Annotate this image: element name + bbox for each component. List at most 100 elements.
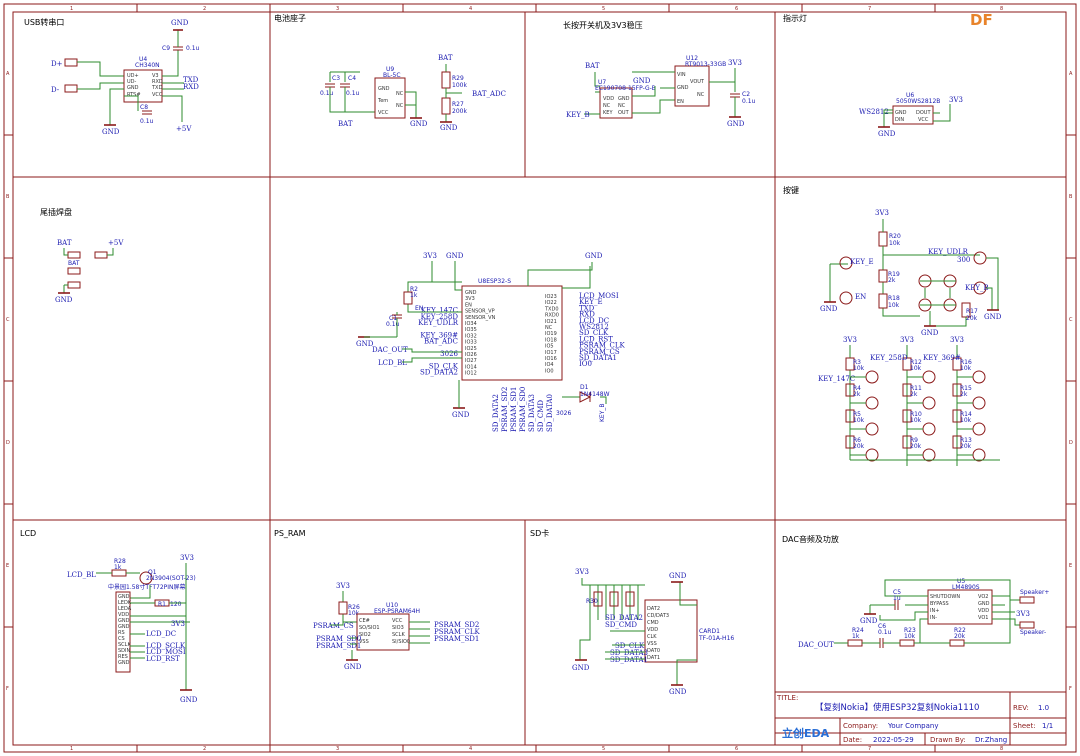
r2-ref: R2 xyxy=(410,286,418,293)
svg-text:SDIN: SDIN xyxy=(118,648,130,654)
c5-val: 1u xyxy=(893,595,901,602)
matrix-key-switch[interactable] xyxy=(865,370,879,384)
esp-pin-right: IO18 xyxy=(545,337,557,343)
r10 xyxy=(902,409,912,423)
net-key-b-keys: KEY_B xyxy=(965,284,989,292)
matrix-key-switch[interactable] xyxy=(865,448,879,462)
r27-ref: R27 xyxy=(452,101,464,108)
matrix-key-switch[interactable] xyxy=(972,448,986,462)
key-300-switch[interactable] xyxy=(973,251,987,265)
esp-bottom-net: PSRAM_SD2 xyxy=(501,387,509,432)
matrix-key-switch[interactable] xyxy=(865,422,879,436)
c3-ref: C3 xyxy=(332,75,340,82)
svg-text:UD+: UD+ xyxy=(127,73,139,79)
key-e-switch[interactable] xyxy=(839,256,853,270)
matrix-key-switch[interactable] xyxy=(972,396,986,410)
esp-pin-left: 3V3 xyxy=(465,296,475,302)
matrix-key-switch[interactable] xyxy=(922,370,936,384)
svg-text:SCLK: SCLK xyxy=(392,632,405,638)
c5-ref: C5 xyxy=(893,589,901,596)
c3-val: 0.1u xyxy=(320,90,334,97)
net-psram-cs: PSRAM_CS xyxy=(313,622,354,630)
r3 xyxy=(845,357,855,371)
q1-ref: Q1 xyxy=(148,569,157,576)
speaker-minus: Speaker- xyxy=(1020,629,1046,636)
esp-pin-right: TXD0 xyxy=(544,306,559,312)
section-keys-title: 按键 xyxy=(783,185,799,195)
lcd-connector xyxy=(115,591,131,673)
svg-text:KEY: KEY xyxy=(603,110,613,116)
esp-right-net: IO0 xyxy=(579,360,592,368)
matrix-key-switch[interactable] xyxy=(972,422,986,436)
r4-ref: R4 xyxy=(853,385,861,392)
esp-pin-right: RXD0 xyxy=(545,313,559,319)
r17-val: 20k xyxy=(966,315,978,322)
rev-label: REV: xyxy=(1013,704,1029,712)
col-5-bottom: 5 xyxy=(602,746,605,752)
net-sd-clk: SD_CLK xyxy=(615,642,645,650)
esp-bottom-net: PSRAM_SD0 xyxy=(519,387,527,432)
gnd-bat: GND xyxy=(410,120,428,128)
r29-val: 100k xyxy=(452,82,467,89)
net-dp: D+ xyxy=(51,60,63,68)
esp-pin-right: IO22 xyxy=(545,300,557,306)
pad-gnd xyxy=(67,281,81,289)
esp-left-net: SD_CLK xyxy=(429,362,459,370)
gnd-u4: GND xyxy=(171,19,189,27)
r29-ref: R29 xyxy=(452,75,464,82)
section-lcd-title: LCD xyxy=(20,529,36,538)
r19-val: 2k xyxy=(888,277,896,284)
d1-part: 1N4148W xyxy=(580,391,610,398)
r9-ref: R9 xyxy=(910,437,918,444)
r26-val: 10k xyxy=(348,610,360,617)
u10-ref: U10 xyxy=(386,602,398,609)
net-key-300: 300 xyxy=(957,256,970,264)
svg-text:LEDK: LEDK xyxy=(118,600,132,606)
col-8: 8 xyxy=(1000,6,1003,12)
net-key-147c: KEY_147C xyxy=(818,375,855,383)
gnd-c1: GND xyxy=(356,340,374,348)
svg-text:CS: CS xyxy=(118,636,125,642)
c2-ref: C2 xyxy=(742,91,750,98)
matrix-key-switch[interactable] xyxy=(922,448,936,462)
net-psram-sd0: PSRAM_SD0 xyxy=(316,635,361,643)
drawing-title: 【复刻Nokia】使用ESP32复刻Nokia1110 xyxy=(815,702,979,713)
r15 xyxy=(952,383,962,397)
v33-ldo: 3V3 xyxy=(728,59,742,67)
matrix-key-switch[interactable] xyxy=(922,396,936,410)
gnd-div: GND xyxy=(440,124,458,132)
bat-net-1: BAT xyxy=(338,120,353,128)
matrix-key-switch[interactable] xyxy=(865,396,879,410)
svg-text:CD/DAT3: CD/DAT3 xyxy=(647,613,669,619)
r20 xyxy=(878,231,888,247)
svg-text:RTS#: RTS# xyxy=(127,92,141,98)
key-matrix-switches xyxy=(850,370,986,462)
r30 xyxy=(593,591,603,607)
svg-text:NC: NC xyxy=(603,103,611,109)
gnd-keys-1: GND xyxy=(820,305,838,313)
en-switch[interactable] xyxy=(839,291,853,305)
svg-text:NC: NC xyxy=(396,103,404,109)
card1-ref: CARD1 xyxy=(699,628,720,635)
svg-text:EN: EN xyxy=(677,99,684,105)
v33-esp: 3V3 xyxy=(423,252,437,260)
svg-text:GND: GND xyxy=(378,86,390,92)
esp-bottom-net: PSRAM_SD1 xyxy=(510,387,518,432)
col-3-bottom: 3 xyxy=(336,746,339,752)
keys-section: 3V3 R20 10k KEY_E EN KEY_UDLR 300 KEY_B … xyxy=(818,209,1002,466)
svg-text:SI/SIO0: SI/SIO0 xyxy=(392,639,410,645)
c4-ref: C4 xyxy=(348,75,356,82)
svg-text:UD-: UD- xyxy=(127,79,137,85)
gnd-sd-1: GND xyxy=(572,664,590,672)
matrix-key-switch[interactable] xyxy=(922,422,936,436)
matrix-key-switch[interactable] xyxy=(972,370,986,384)
r11 xyxy=(902,383,912,397)
v33-lcd: 3V3 xyxy=(180,554,194,562)
esp32-section: U8ESP32-S GND3V3ENSENSOR_VPSENSOR_VNIO34… xyxy=(356,252,626,432)
r2 xyxy=(403,291,413,305)
c8-val: 0.1u xyxy=(140,118,154,125)
section-usb-title: USB转串口 xyxy=(24,17,64,27)
esp-left-net: KEY_258D xyxy=(421,313,459,321)
net-rxd: RXD xyxy=(183,83,199,91)
